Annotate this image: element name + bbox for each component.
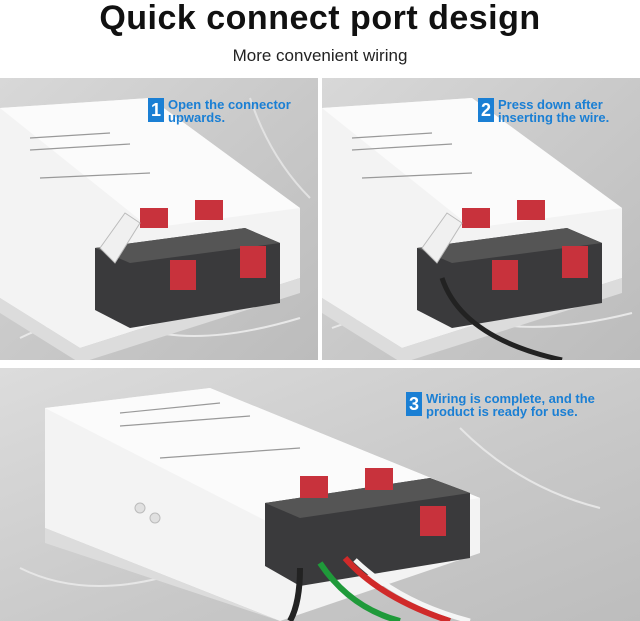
step-3-text: Wiring is complete, and the product is r…: [426, 391, 595, 419]
step-2-text: Press down after inserting the wire.: [498, 97, 610, 125]
page-subtitle: More convenient wiring: [232, 46, 408, 65]
step-2-panel: 2 Press down after inserting the wire.: [322, 78, 640, 360]
step-1-callout: 1 Open the connector upwards.: [148, 98, 291, 124]
step-3-panel: 3 Wiring is complete, and the product is…: [0, 368, 640, 621]
step-3-callout: 3 Wiring is complete, and the product is…: [406, 392, 595, 418]
step-1-number: 1: [148, 98, 164, 122]
step-1-panel: 1 Open the connector upwards.: [0, 78, 318, 360]
step-2-photo: [322, 78, 640, 360]
page-title: Quick connect port design: [99, 0, 541, 37]
step-1-photo: [0, 78, 318, 360]
step-2-callout: 2 Press down after inserting the wire.: [478, 98, 609, 124]
step-3-number: 3: [406, 392, 422, 416]
step-2-number: 2: [478, 98, 494, 122]
step-3-photo: [0, 368, 640, 621]
step-1-text: Open the connector upwards.: [168, 97, 291, 125]
